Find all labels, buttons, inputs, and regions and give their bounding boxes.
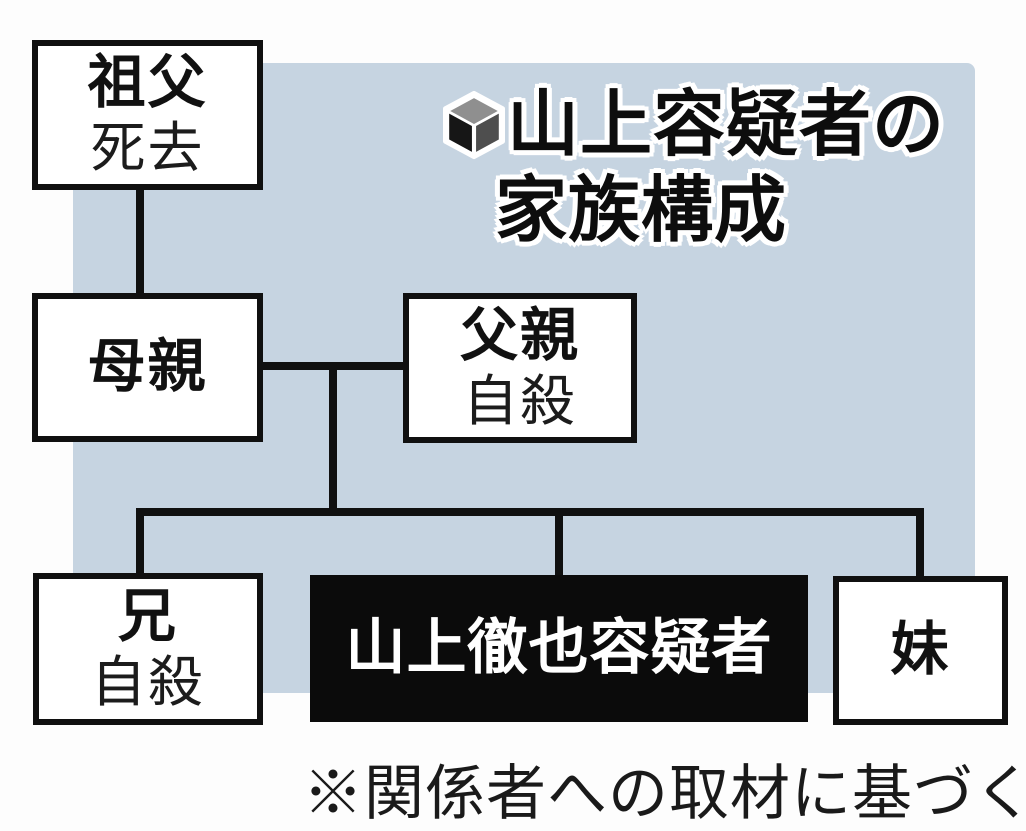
cube-icon (443, 90, 505, 160)
figure-title: 山上容疑者の 家族構成 (443, 82, 945, 254)
source-footnote: ※関係者への取材に基づく (303, 760, 1026, 827)
title-line2: 家族構成 (495, 171, 788, 251)
node-status: 自殺 (462, 369, 577, 432)
connector-drop-suspect (555, 508, 563, 580)
family-node-brother: 兄 自殺 (33, 573, 263, 725)
node-name: 母親 (87, 334, 208, 400)
node-status: 自殺 (90, 650, 205, 713)
node-name: 山上徹也容疑者 (345, 614, 773, 682)
node-name: 祖父 (87, 49, 208, 115)
family-node-sister: 妹 (833, 576, 1008, 725)
connector-drop-brother (136, 508, 144, 578)
connector-drop-sister (916, 508, 924, 580)
node-name: 兄 (117, 583, 178, 649)
connector-parents-down (329, 362, 337, 514)
connector-grandfather-mother (136, 188, 144, 296)
connector-siblings-horizontal (136, 508, 924, 516)
node-status: 死去 (90, 116, 205, 179)
family-node-father: 父親 自殺 (403, 293, 637, 443)
node-name: 父親 (459, 302, 580, 368)
family-node-mother: 母親 (32, 293, 263, 442)
node-name: 妹 (890, 617, 951, 683)
family-node-grandfather: 祖父 死去 (32, 40, 263, 190)
family-node-suspect: 山上徹也容疑者 (310, 575, 808, 722)
title-line1: 山上容疑者の (507, 85, 946, 165)
